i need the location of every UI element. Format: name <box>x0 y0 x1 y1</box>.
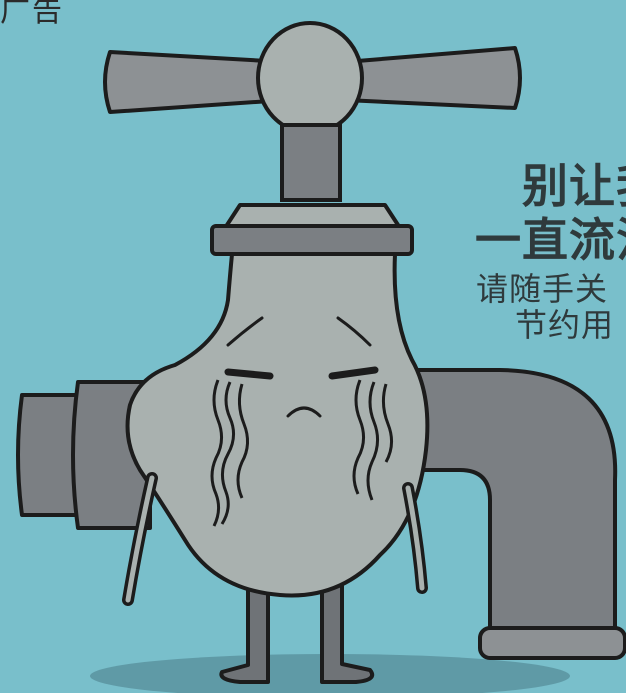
left-tear-2 <box>236 383 249 499</box>
spout-pipe <box>393 368 618 637</box>
slogan-line-2: 一直流泪 <box>475 213 626 267</box>
left-leg <box>219 583 270 684</box>
ad-label: 广告 <box>0 0 64 29</box>
right-eyebrow <box>336 316 372 347</box>
right-tear-2 <box>366 381 379 501</box>
sad-mouth <box>286 406 322 418</box>
handle-bar <box>103 50 287 114</box>
left-tear-3 <box>210 379 223 527</box>
left-arm-fill <box>125 475 155 603</box>
faucet-body <box>125 252 430 598</box>
slogan-line-1: 别让我 <box>522 159 626 213</box>
left-tear-1 <box>220 381 235 525</box>
left-eyebrow <box>226 316 264 347</box>
spout-tip <box>478 626 626 660</box>
bonnet-ring <box>210 224 414 256</box>
slogan-line-4: 节约用 <box>515 306 615 344</box>
handle-knob <box>256 21 364 135</box>
right-leg <box>320 583 375 684</box>
right-tear-1 <box>352 379 365 495</box>
right-arm-fill <box>405 485 425 591</box>
slogan-line-3: 请随手关 <box>476 270 609 308</box>
right-tear-3 <box>381 383 393 463</box>
right-eye <box>328 366 379 380</box>
left-eye <box>224 368 274 380</box>
handle-stem <box>280 123 342 202</box>
handle-bar-right <box>343 46 522 110</box>
